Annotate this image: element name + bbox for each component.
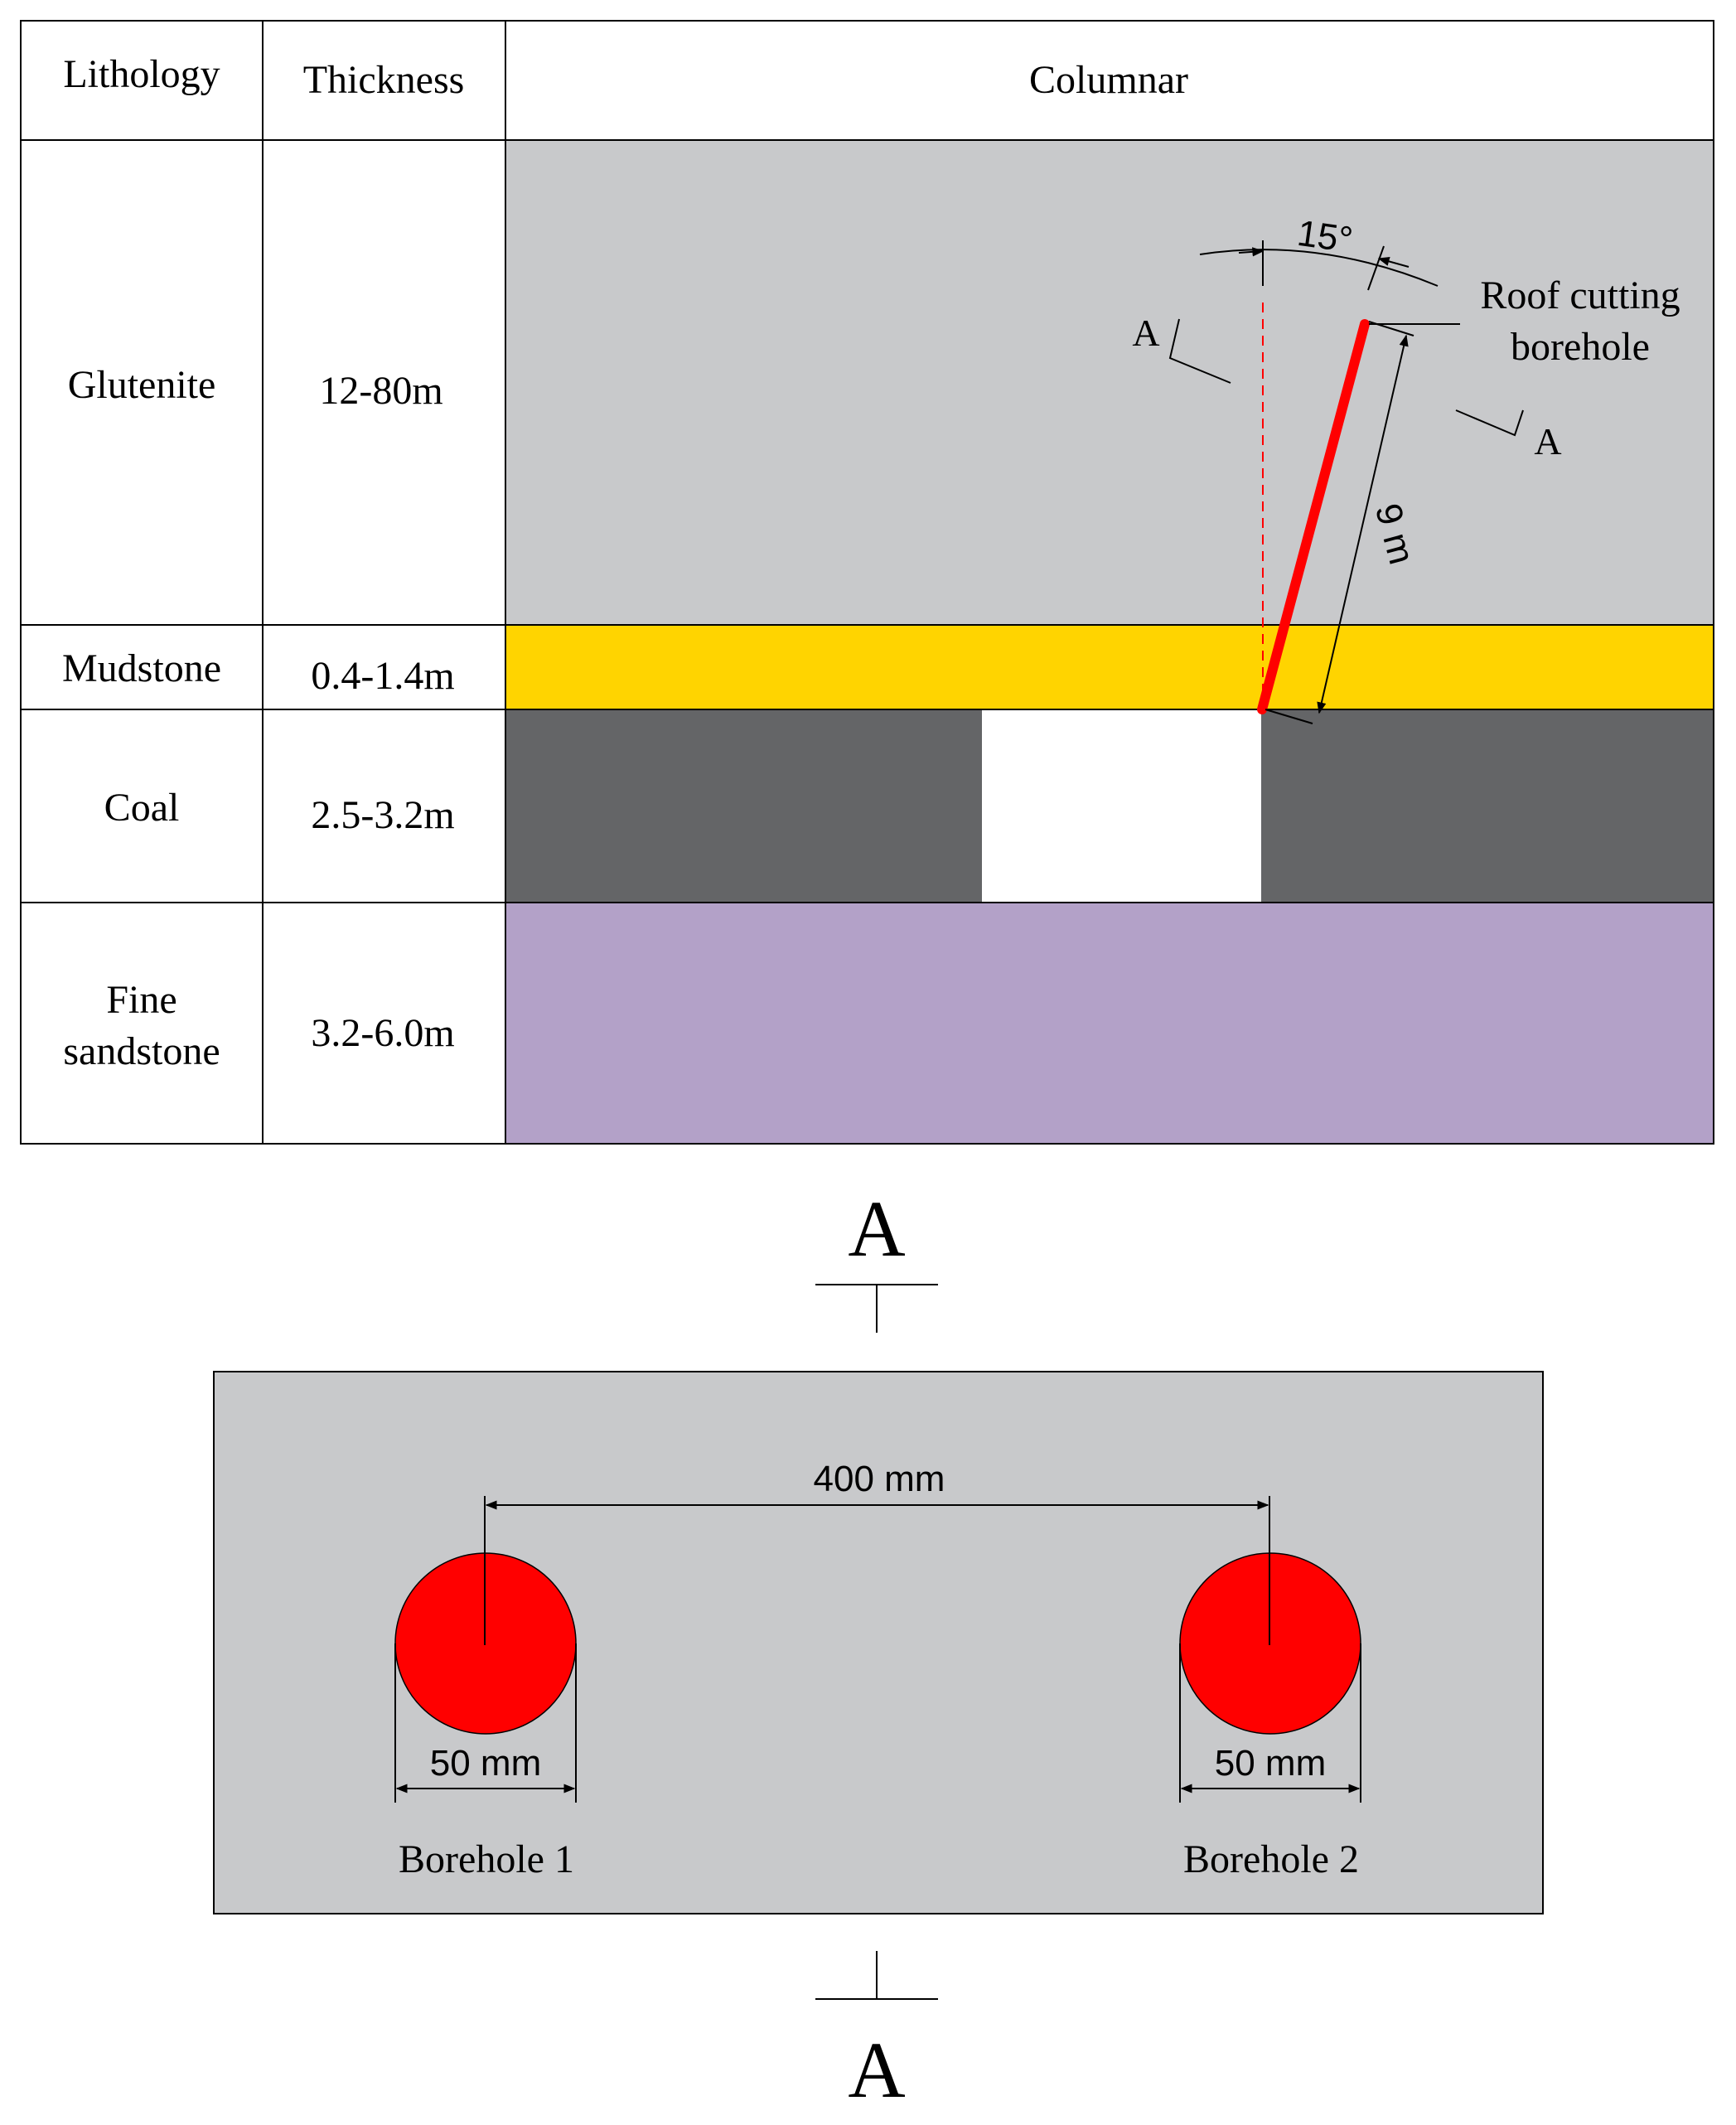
stratigraphic-table: Lithology Thickness Columnar Glutenite 1…	[20, 20, 1714, 1145]
spacing-label: 400 mm	[814, 1459, 945, 1499]
angle-arrow-left	[1238, 247, 1265, 257]
header-columnar: Columnar	[1029, 58, 1188, 102]
section-view: A 400 mm 50 mm Borehole 1 50 mm Boreho	[213, 1184, 1544, 2114]
borehole-2: 50 mm Borehole 2	[1179, 1552, 1361, 1881]
glutenite-layer	[505, 140, 1714, 625]
lithology-glutenite: Glutenite	[68, 363, 216, 407]
callout-roof-cutting: Roof cutting	[1480, 273, 1680, 317]
section-title-bottom: A	[848, 2026, 905, 2114]
lithology-fine-sandstone-line1: Fine	[106, 978, 177, 1022]
section-title-top: A	[848, 1184, 905, 1273]
lithology-coal: Coal	[104, 786, 180, 830]
lithology-mudstone: Mudstone	[62, 646, 221, 690]
thickness-mudstone: 0.4-1.4m	[311, 654, 454, 698]
angle-label: 15°	[1295, 213, 1356, 261]
thickness-glutenite: 12-80m	[319, 369, 442, 413]
roadway-opening	[982, 709, 1261, 903]
borehole-profile: 15° 9 m Roof cutting borehole A A	[1132, 213, 1680, 724]
header-thickness: Thickness	[303, 58, 465, 102]
lithology-fine-sandstone-line2: sandstone	[63, 1029, 220, 1073]
angle-extension-inclined	[1367, 245, 1385, 291]
section-cut-mark-right	[1455, 409, 1524, 437]
thickness-coal: 2.5-3.2m	[311, 793, 454, 837]
header-lithology: Lithology	[63, 52, 220, 96]
section-cut-mark-left	[1168, 318, 1231, 384]
length-dimension-line	[1317, 334, 1409, 714]
borehole-1-diameter-label: 50 mm	[430, 1743, 541, 1784]
thickness-fine-sandstone: 3.2-6.0m	[311, 1011, 454, 1055]
length-extension-bottom	[1265, 709, 1313, 724]
angle-arrow-right	[1377, 256, 1410, 268]
angle-arc	[1199, 249, 1439, 287]
callout-borehole: borehole	[1511, 325, 1650, 369]
fine-sandstone-layer	[505, 903, 1714, 1144]
section-label-right: A	[1534, 420, 1561, 462]
borehole-2-name: Borehole 2	[1183, 1837, 1359, 1881]
coal-layer-right	[1261, 709, 1714, 903]
mudstone-layer	[505, 625, 1714, 709]
section-label-left: A	[1132, 312, 1159, 354]
borehole-1: 50 mm Borehole 1	[394, 1552, 577, 1881]
borehole-1-name: Borehole 1	[399, 1837, 574, 1881]
table-grid	[20, 20, 1714, 1145]
borehole-2-diameter-label: 50 mm	[1215, 1743, 1326, 1784]
coal-layer-left	[505, 709, 982, 903]
